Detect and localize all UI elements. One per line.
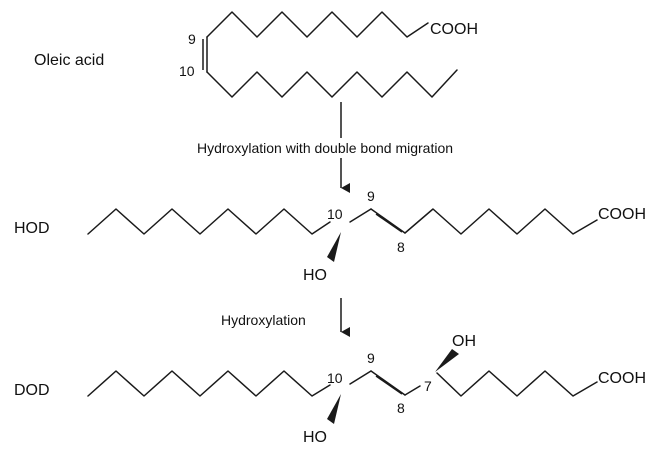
dod-name: DOD: [14, 382, 50, 399]
oleic-upper-chain: [206, 11, 429, 38]
dod-c8-label: 8: [397, 400, 405, 416]
hod-name: HOD: [14, 220, 50, 237]
reaction-step-2: Hydroxylation: [221, 298, 350, 337]
dod-c9-label: 9: [367, 350, 375, 366]
oleic-cooh-label: COOH: [430, 21, 478, 38]
hod-cooh-label: COOH: [598, 206, 646, 223]
dod-wedge-bond-c10: [327, 394, 341, 424]
oleic-c10-label: 10: [179, 63, 195, 79]
dod-left-chain: [87, 370, 331, 397]
hod-right-chain: [404, 208, 598, 235]
dod-c7-label: 7: [424, 378, 432, 394]
hod-c10-to-c9: [349, 208, 372, 223]
hod-left-chain: [87, 208, 331, 235]
dod-ho-label: HO: [303, 429, 327, 446]
dod-c10-to-c9: [349, 370, 372, 385]
hod-c10-label: 10: [327, 206, 343, 222]
hod-c9-to-c8: [370, 208, 406, 234]
oleic-acid-structure: COOH 9 10 Oleic acid: [34, 11, 478, 98]
reaction-1-label: Hydroxylation with double bond migration: [197, 140, 453, 156]
hod-c9-label: 9: [367, 188, 375, 204]
hod-wedge-bond: [327, 232, 341, 262]
dod-structure: COOH 10 9 8 7 HO OH DOD: [14, 333, 646, 446]
oleic-acid-name: Oleic acid: [34, 52, 104, 69]
oleic-c9-label: 9: [188, 31, 196, 47]
hod-structure: COOH 10 9 8 HO HOD: [14, 188, 646, 284]
reaction-step-1: Hydroxylation with double bond migration: [197, 102, 453, 193]
dod-right-chain: [436, 370, 598, 397]
reaction-2-label: Hydroxylation: [221, 312, 306, 328]
dod-double-bond-inner: [375, 375, 403, 395]
dod-oh-label: OH: [452, 333, 476, 350]
dod-c9-to-c8: [370, 370, 406, 396]
dod-c8-to-c7: [404, 385, 421, 396]
hod-c8-label: 8: [397, 239, 405, 255]
dod-c10-label: 10: [327, 370, 343, 386]
dod-cooh-label: COOH: [598, 370, 646, 387]
hod-ho-label: HO: [303, 267, 327, 284]
oleic-lower-chain: [206, 69, 458, 98]
hod-double-bond-inner: [375, 213, 403, 233]
dod-wedge-bond-c7: [435, 349, 459, 372]
